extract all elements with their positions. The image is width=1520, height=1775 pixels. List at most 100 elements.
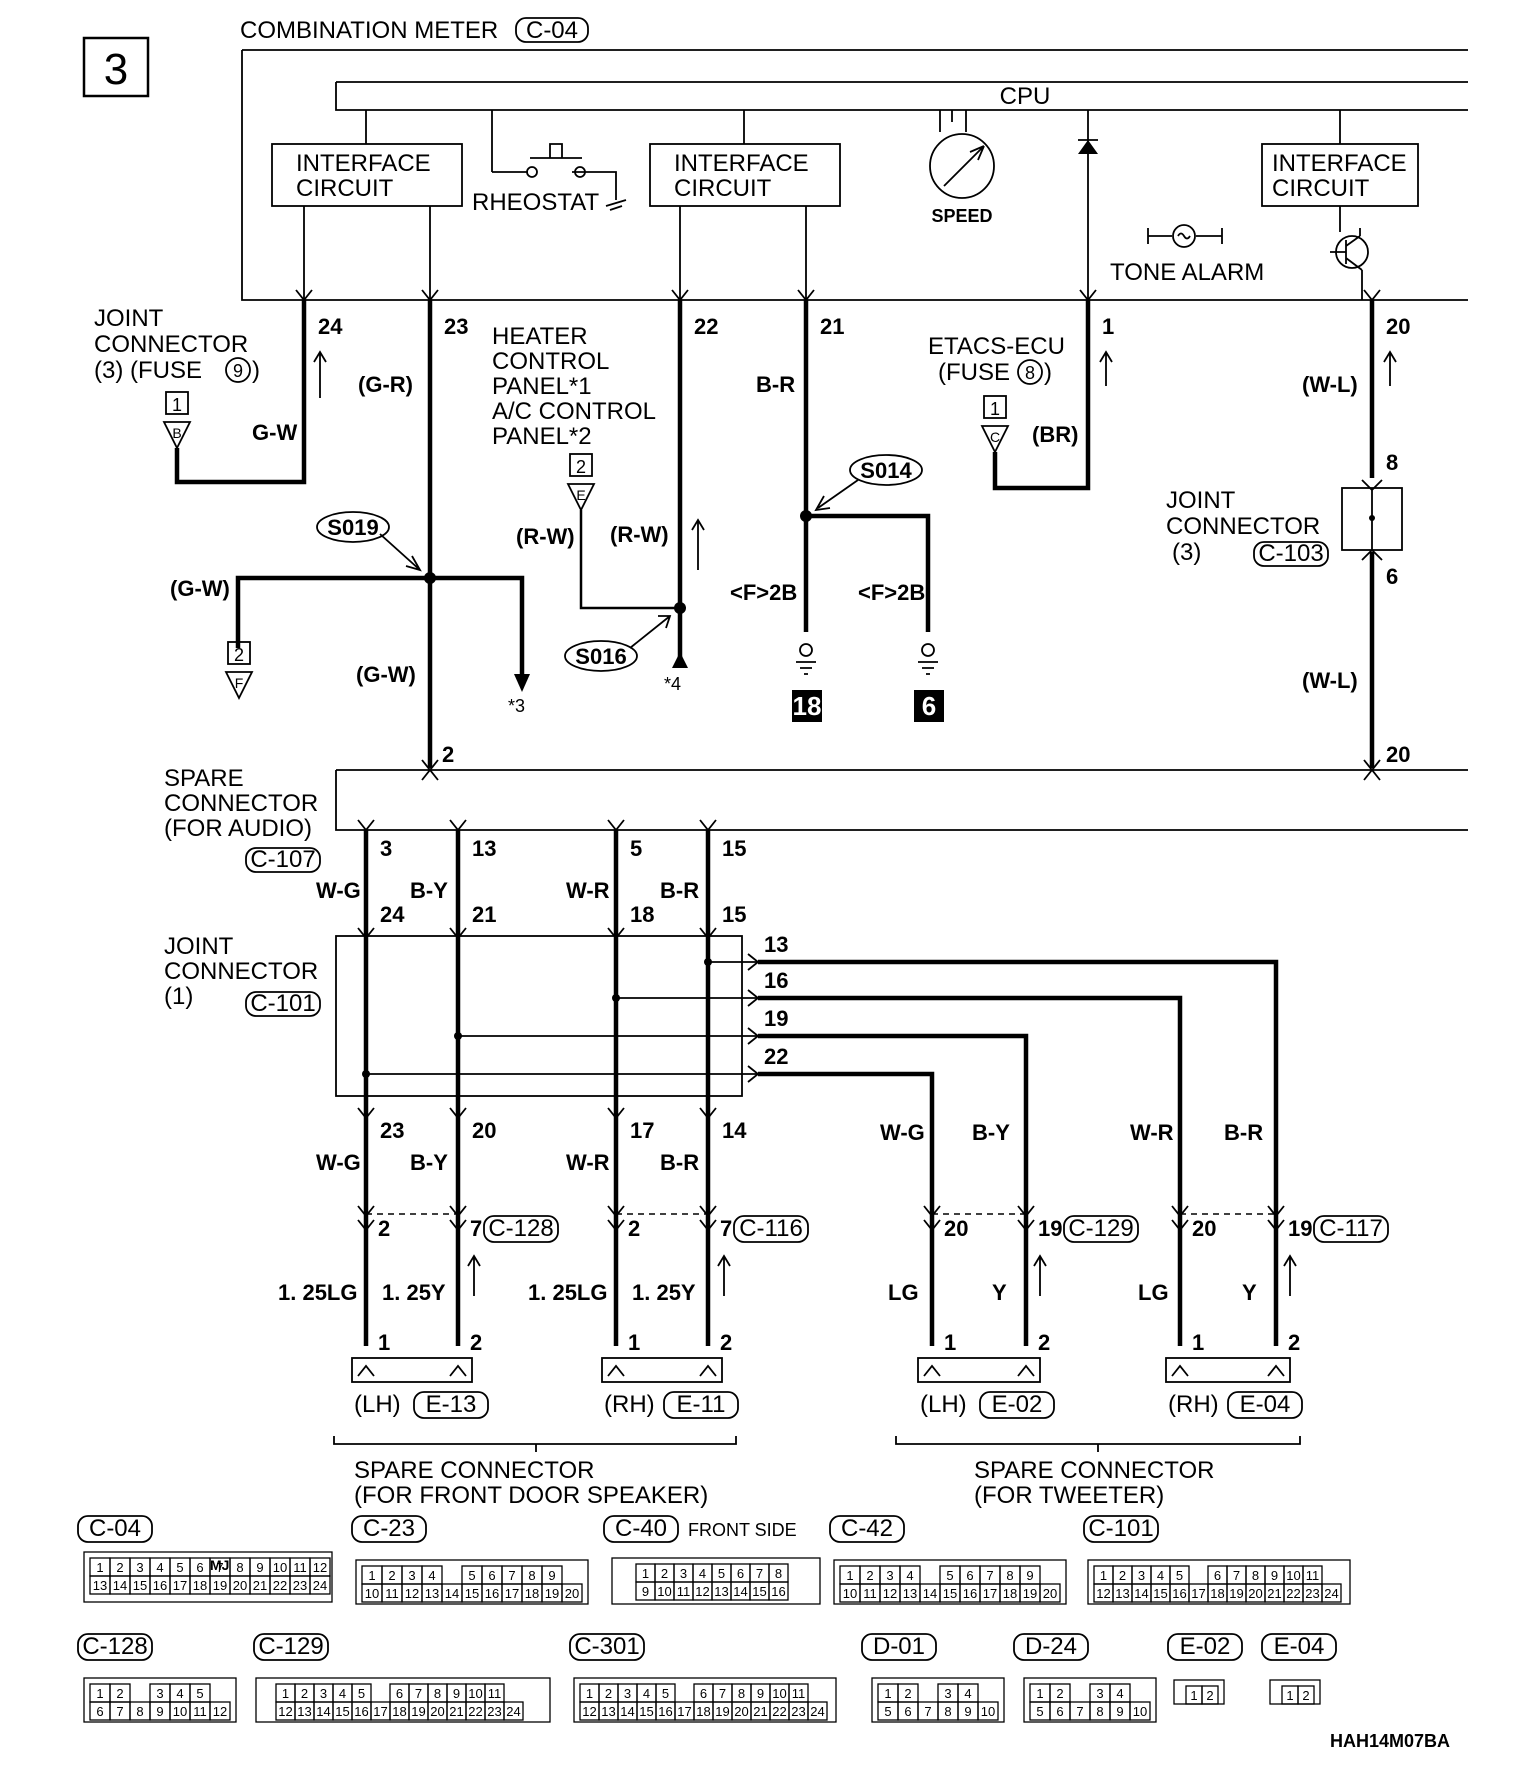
- wire-wr-1: W-R: [566, 878, 610, 903]
- audio-pin-13: 13: [472, 836, 496, 861]
- ic3-line2: CIRCUIT: [1272, 175, 1370, 202]
- svg-text:16: 16: [485, 1586, 499, 1601]
- combination-meter-label: COMBINATION METER: [240, 17, 498, 44]
- svg-text:8: 8: [1096, 1704, 1103, 1719]
- svg-text:24: 24: [313, 1578, 327, 1593]
- ref-2f: 2: [234, 645, 244, 665]
- svg-text:5: 5: [718, 1566, 725, 1581]
- wire-gw-p1: (G-W): [170, 576, 230, 601]
- meter-pin-21: 21: [820, 314, 844, 339]
- meter-pin-24: 24: [318, 314, 343, 339]
- svg-text:9: 9: [453, 1686, 460, 1701]
- svg-text:7: 7: [719, 1686, 726, 1701]
- cpu-label: CPU: [1000, 83, 1051, 110]
- e13-side: (LH): [354, 1391, 401, 1418]
- svg-text:8: 8: [775, 1566, 782, 1581]
- ref-c: C: [990, 429, 1000, 445]
- tweeter-wires: [758, 959, 1279, 1346]
- svg-text:15: 15: [133, 1578, 147, 1593]
- ref-e: E: [576, 487, 585, 503]
- svg-text:6: 6: [488, 1568, 495, 1583]
- e02-pin-1: 1: [944, 1330, 956, 1355]
- e11-code: E-11: [677, 1391, 726, 1418]
- wire-gw-branch: [235, 575, 525, 680]
- wire-21: [803, 300, 931, 632]
- ref-triangle-b: [162, 421, 192, 451]
- svg-text:21: 21: [753, 1704, 767, 1719]
- ground-6-box: [914, 690, 944, 722]
- svg-text:14: 14: [113, 1578, 127, 1593]
- wire-wg-3: W-G: [880, 1120, 925, 1145]
- cpu-drops: [365, 110, 1341, 172]
- svg-text:2: 2: [116, 1686, 123, 1701]
- svg-text:16: 16: [1172, 1586, 1186, 1601]
- e13-pin-1: 1: [378, 1330, 390, 1355]
- svg-text:17: 17: [1191, 1586, 1205, 1601]
- connector-view-codes: [77, 1515, 1337, 1661]
- c101-bot-20: 20: [472, 1118, 496, 1143]
- svg-text:15: 15: [943, 1586, 957, 1601]
- wire-by-2: B-Y: [410, 1150, 448, 1175]
- cv-e04: E-04: [1274, 1633, 1325, 1660]
- ground-18: 18: [793, 691, 822, 721]
- svg-text:12: 12: [213, 1704, 227, 1719]
- svg-text:16: 16: [771, 1584, 785, 1599]
- svg-text:2: 2: [1056, 1686, 1063, 1701]
- svg-text:1: 1: [1100, 1568, 1107, 1583]
- rheostat-label: RHEOSTAT: [472, 189, 599, 216]
- cv-c40: C-40: [615, 1515, 667, 1542]
- transistor-icon: [1330, 206, 1369, 300]
- svg-text:2: 2: [1302, 1688, 1309, 1703]
- heater-4: A/C CONTROL: [492, 398, 656, 425]
- svg-text:7: 7: [1233, 1568, 1240, 1583]
- c116-pin-2: 2: [628, 1216, 640, 1241]
- c128-code-box: [483, 1215, 559, 1243]
- c116-code-box: [733, 1215, 809, 1243]
- c101-label-2: CONNECTOR: [164, 958, 318, 985]
- svg-text:12: 12: [405, 1586, 419, 1601]
- svg-text:24: 24: [1324, 1586, 1338, 1601]
- svg-text:16: 16: [963, 1586, 977, 1601]
- wire-gw-24: G-W: [252, 420, 297, 445]
- svg-text:6: 6: [196, 1560, 203, 1575]
- spare-audio-box: [335, 769, 1468, 831]
- e04-code-box: [1227, 1391, 1303, 1419]
- svg-text:10: 10: [365, 1586, 379, 1601]
- svg-text:8: 8: [1252, 1568, 1259, 1583]
- svg-text:22: 22: [468, 1704, 482, 1719]
- svg-text:21: 21: [253, 1578, 267, 1593]
- jc103-code: C-103: [1258, 540, 1323, 567]
- front-door-2: (FOR FRONT DOOR SPEAKER): [354, 1482, 708, 1509]
- wire-gr: (G-R): [358, 372, 413, 397]
- tweeter-1: SPARE CONNECTOR: [974, 1457, 1214, 1484]
- svg-text:4: 4: [428, 1568, 435, 1583]
- svg-text:6: 6: [904, 1704, 911, 1719]
- svg-text:9: 9: [1271, 1568, 1278, 1583]
- svg-text:19: 19: [545, 1586, 559, 1601]
- svg-text:23: 23: [1305, 1586, 1319, 1601]
- ic2-line1: INTERFACE: [674, 150, 809, 177]
- svg-text:9: 9: [548, 1568, 555, 1583]
- ref-1: 1: [172, 395, 182, 415]
- cv-d01: D-01: [873, 1633, 925, 1660]
- svg-text:2: 2: [661, 1566, 668, 1581]
- svg-text:5: 5: [176, 1560, 183, 1575]
- svg-text:4: 4: [1116, 1686, 1123, 1701]
- svg-text:12: 12: [1096, 1586, 1110, 1601]
- c101-label-3: (1): [164, 983, 193, 1010]
- svg-text:12: 12: [278, 1704, 292, 1719]
- flow-arrow-20: [1383, 350, 1397, 386]
- wire-wr-3: W-R: [1130, 1120, 1174, 1145]
- svg-text:7: 7: [756, 1566, 763, 1581]
- svg-text:2: 2: [605, 1686, 612, 1701]
- cv-c301: C-301: [574, 1633, 639, 1660]
- c128-pin-7: 7: [470, 1216, 482, 1241]
- svg-text:9: 9: [1026, 1568, 1033, 1583]
- svg-text:1: 1: [884, 1686, 891, 1701]
- splice-s016-ellipse: [564, 640, 638, 672]
- svg-text:5: 5: [884, 1704, 891, 1719]
- jc3-label-1: JOINT: [94, 305, 164, 332]
- wire-1: [992, 300, 1091, 491]
